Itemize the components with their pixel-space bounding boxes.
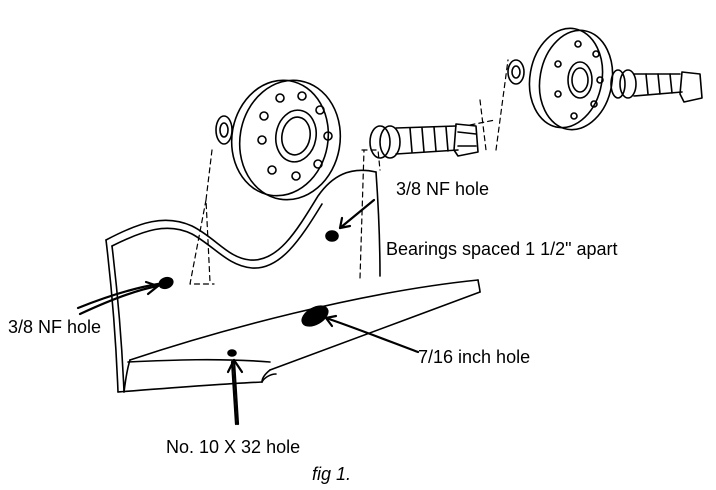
pointer-arrows [76, 198, 420, 426]
bearing-center [215, 79, 342, 201]
bearing-right [507, 27, 614, 131]
bearing-spacing-label: Bearings spaced 1 1/2" apart [386, 239, 618, 259]
large-hole-label: 7/16 inch hole [418, 347, 531, 367]
assembly-guide-lines [189, 59, 509, 285]
left-hole [158, 276, 174, 290]
large-hole [301, 305, 329, 327]
holes [158, 230, 339, 357]
top-hole-label: 3/8 NF hole [396, 179, 490, 199]
bolt-right [610, 69, 703, 103]
figure-caption: fig 1. [312, 464, 352, 484]
bolt-center [369, 123, 479, 159]
top-hole [325, 230, 339, 242]
small-hole-label: No. 10 X 32 hole [166, 437, 301, 457]
bracket-plate [105, 169, 481, 393]
left-hole-label: 3/8 NF hole [8, 317, 102, 337]
small-hole [227, 349, 237, 357]
